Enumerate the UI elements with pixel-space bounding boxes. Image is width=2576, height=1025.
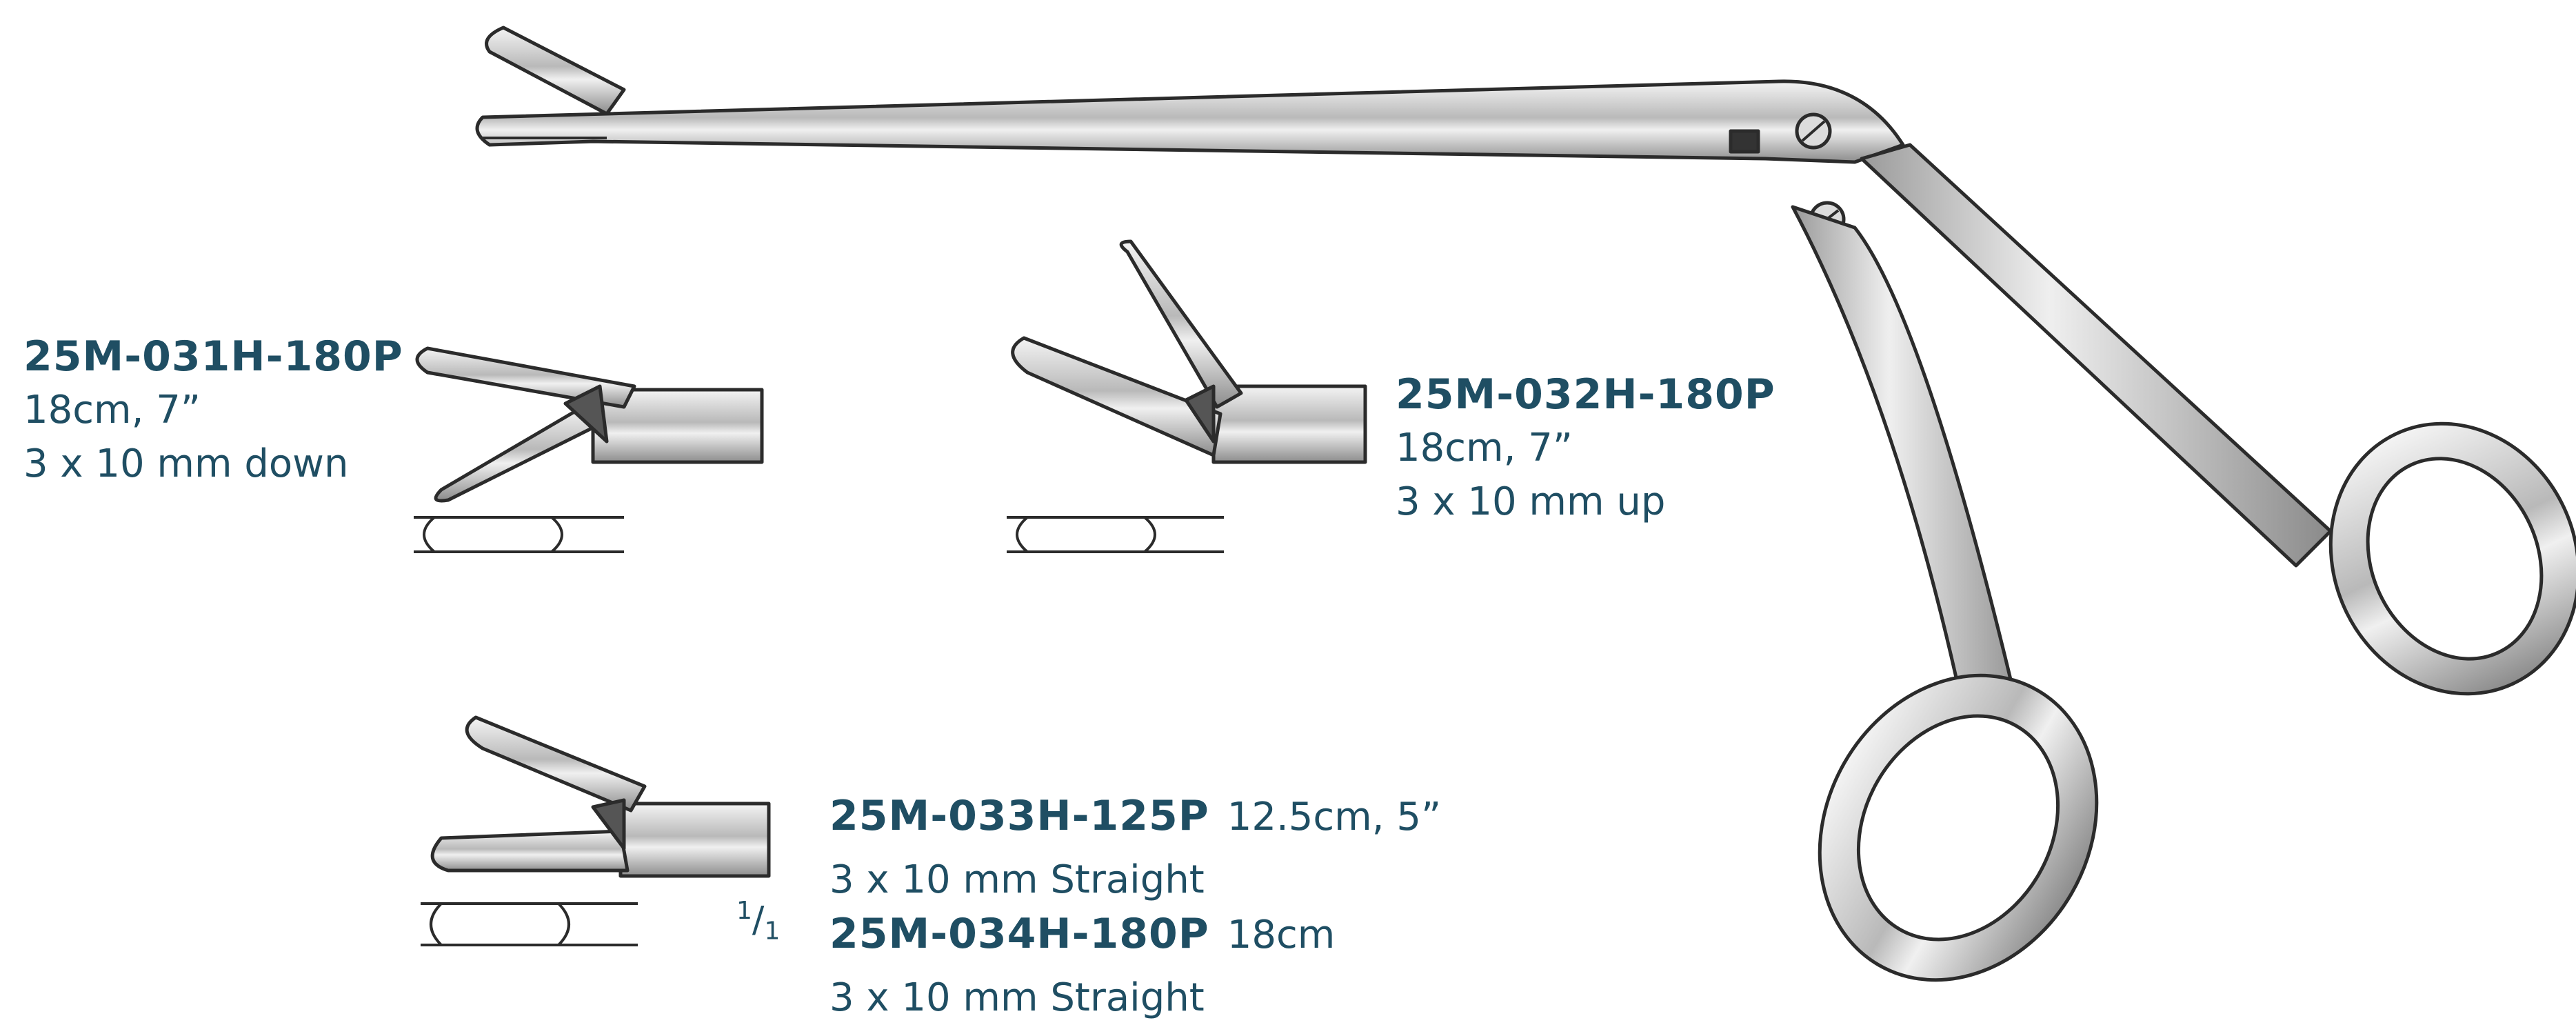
product-label: 25M-033H-125P 12.5cm, 5” 3 x 10 mm Straig… [829,789,1441,1025]
jaw-tip-straight-icon [430,715,771,878]
product-size: 18cm, 7” [1396,426,1573,470]
jaw-cross-section-icon [1007,516,1224,553]
product-code: 25M-034H-180P [829,910,1209,958]
product-label: 25M-032H-180P 18cm, 7” 3 x 10 mm up [1396,368,1775,529]
jaw-cross-section-icon [421,902,638,946]
product-jaw: 3 x 10 mm Straight [829,975,1205,1020]
jaw-tip-down-icon [415,346,764,503]
product-code: 25M-031H-180P [23,332,403,381]
product-label: 25M-031H-180P 18cm, 7” 3 x 10 mm down [23,330,403,491]
jaw-cross-section-icon [414,516,624,553]
product-jaw: 3 x 10 mm up [1396,479,1666,524]
instrument-illustrations [414,26,2576,982]
product-size: 12.5cm, 5” [1227,795,1441,839]
product-size: 18cm [1227,913,1336,957]
product-code: 25M-033H-125P [829,792,1209,840]
jaw-tip-up-icon [1011,239,1367,464]
product-jaw: 3 x 10 mm down [23,441,349,486]
product-jaw: 3 x 10 mm Straight [829,857,1205,902]
scale-indicator: 1/1 [736,897,781,946]
rongeur-instrument-icon [475,26,2576,982]
product-code: 25M-032H-180P [1396,370,1775,419]
scale-denominator: 1 [764,917,781,946]
product-size: 18cm, 7” [23,388,201,432]
scale-numerator: 1 [736,897,752,925]
